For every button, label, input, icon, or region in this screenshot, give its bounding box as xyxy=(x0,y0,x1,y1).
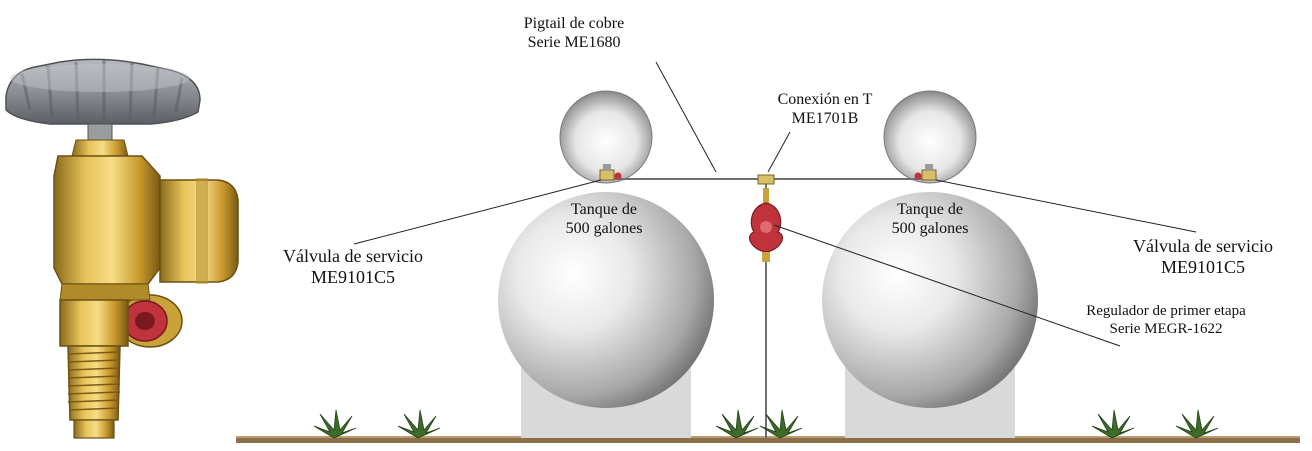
label-valve-right: Válvula de servicio ME9101C5 xyxy=(1098,236,1308,278)
plant-icon xyxy=(397,409,441,439)
label-tank-right: Tanque de 500 galones xyxy=(860,200,1000,238)
plant-icon xyxy=(759,409,803,439)
label-tank-left: Tanque de 500 galones xyxy=(534,200,674,238)
leader-tee xyxy=(767,131,791,173)
tank-left xyxy=(498,192,714,408)
plant-icon xyxy=(1175,409,1219,439)
plant-icon xyxy=(715,409,759,439)
label-valve-left: Válvula de servicio ME9101C5 xyxy=(248,246,458,288)
label-valve-right-line2: ME9101C5 xyxy=(1160,257,1245,277)
tank-right xyxy=(822,192,1038,408)
tank-head-right xyxy=(883,90,977,184)
label-tee-line2: ME1701B xyxy=(791,110,859,127)
label-tank-left-line1: Tanque de xyxy=(571,201,637,218)
regulator-icon xyxy=(749,188,783,262)
label-regulator-line1: Regulador de primer etapa xyxy=(1086,303,1246,319)
label-tank-right-line1: Tanque de xyxy=(897,201,963,218)
handwheel-icon xyxy=(5,58,201,125)
label-pigtail: Pigtail de cobre Serie ME1680 xyxy=(498,14,650,52)
plant-icon xyxy=(313,409,357,439)
label-pigtail-line1: Pigtail de cobre xyxy=(523,15,625,32)
leader-lines xyxy=(353,61,1197,347)
tee-fitting-icon xyxy=(757,174,775,185)
label-valve-left-line1: Válvula de servicio xyxy=(283,246,423,266)
label-regulator: Regulador de primer etapa Serie MEGR-162… xyxy=(1036,302,1296,338)
label-tank-right-line2: 500 galones xyxy=(891,220,969,237)
label-tee: Conexión en T ME1701B xyxy=(750,90,900,128)
service-valve-icon xyxy=(5,58,239,439)
plants-group xyxy=(313,409,1219,439)
label-regulator-line2: Serie MEGR-1622 xyxy=(1109,321,1223,337)
leader-pigtail xyxy=(655,61,717,173)
label-valve-right-line1: Válvula de servicio xyxy=(1133,236,1273,256)
label-pigtail-line2: Serie ME1680 xyxy=(527,34,621,51)
service-valve-right-icon xyxy=(914,164,937,181)
label-tank-left-line2: 500 galones xyxy=(565,220,643,237)
label-valve-left-line2: ME9101C5 xyxy=(310,267,395,287)
plant-icon xyxy=(1091,409,1135,439)
ground-line xyxy=(236,438,1300,443)
leader-valve-right xyxy=(935,179,1197,233)
tank-head-left xyxy=(559,90,653,184)
leader-regulator xyxy=(773,224,1121,347)
label-tee-line1: Conexión en T xyxy=(777,91,873,108)
leader-valve-left xyxy=(353,179,602,245)
service-valve-left-icon xyxy=(599,164,622,181)
